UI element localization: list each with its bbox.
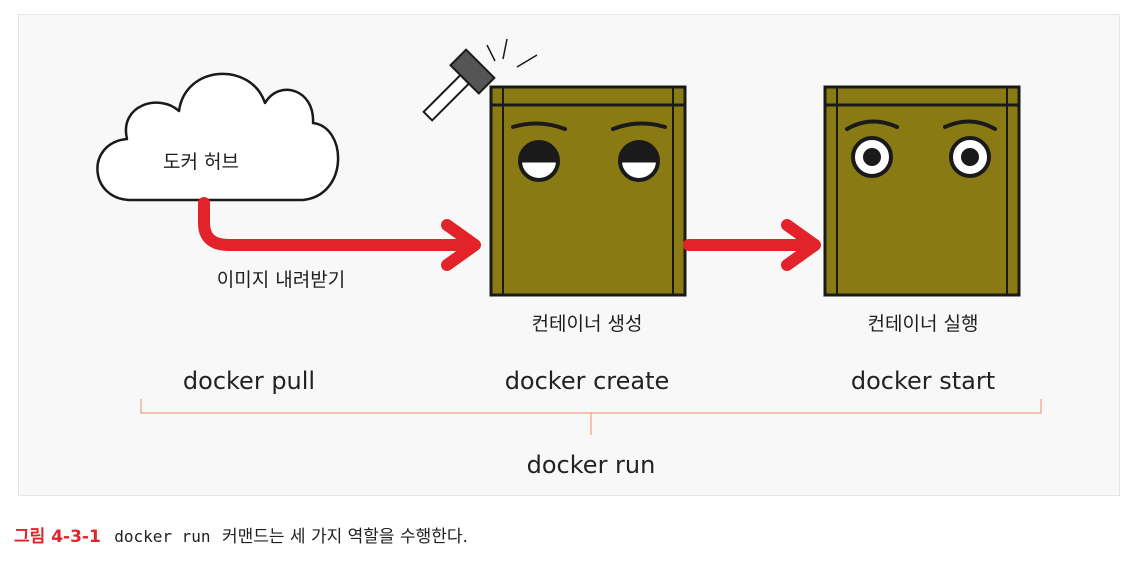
container-sleepy-icon: [489, 85, 687, 297]
container-started-label: 컨테이너 실행: [867, 313, 979, 335]
container-awake-icon: [823, 85, 1021, 297]
caption-text: 커맨드는 세 가지 역할을 수행한다.: [221, 527, 468, 547]
docker-run-command: docker run: [526, 451, 656, 479]
docker-start-command: docker start: [850, 367, 996, 395]
container-created-label: 컨테이너 생성: [531, 313, 643, 335]
docker-hub-label: 도커 허브: [163, 151, 239, 173]
diagram-canvas: [96, 38, 1042, 435]
cloud-icon: [96, 72, 340, 202]
create-to-start-arrow: [683, 219, 821, 271]
docker-create-command: docker create: [504, 367, 670, 395]
figure-panel: 도커 허브 이미지 내려받기 컨테이너 생성 컨테이너 실행 docker pu…: [18, 14, 1120, 496]
pull-arrow: [198, 197, 481, 271]
pull-arrow-label: 이미지 내려받기: [216, 269, 346, 291]
figure-caption: 그림 4-3-1 docker run 커맨드는 세 가지 역할을 수행한다.: [14, 522, 468, 547]
figure-number: 그림 4-3-1: [14, 527, 101, 547]
hammer-icon: [422, 38, 538, 122]
docker-pull-command: docker pull: [182, 367, 316, 395]
caption-code: docker run: [114, 527, 211, 546]
run-bracket: [140, 399, 1042, 435]
